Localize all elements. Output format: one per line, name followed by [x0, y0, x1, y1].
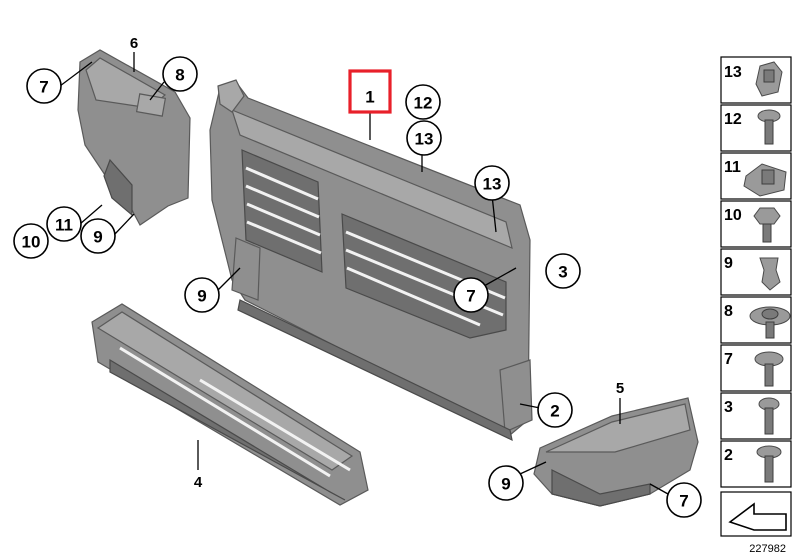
callout-part-2: 2 — [537, 392, 573, 428]
svg-text:9: 9 — [501, 475, 510, 494]
svg-text:7: 7 — [679, 492, 688, 511]
legend-item-11: 11 — [720, 152, 792, 200]
svg-text:7: 7 — [39, 78, 48, 97]
svg-text:13: 13 — [724, 64, 742, 81]
callout-part-11: 11 — [46, 206, 82, 242]
callout-part-13-a: 13 — [406, 120, 442, 156]
svg-text:8: 8 — [724, 303, 733, 320]
part-1-highlight-box — [348, 69, 392, 114]
svg-text:10: 10 — [724, 207, 742, 224]
hardware-legend: 13 12 11 10 9 — [720, 56, 792, 537]
callout-part-7-b: 7 — [453, 277, 489, 313]
callout-part-6: 6 — [130, 35, 138, 52]
callout-part-12: 12 — [405, 84, 441, 120]
svg-text:10: 10 — [22, 233, 41, 252]
legend-item-9: 9 — [720, 248, 792, 296]
svg-text:13: 13 — [415, 130, 434, 149]
legend-item-3: 3 — [720, 392, 792, 440]
direction-arrow-icon — [728, 502, 787, 531]
callout-part-8: 8 — [162, 56, 198, 92]
callout-part-9-b: 9 — [184, 277, 220, 313]
svg-text:7: 7 — [724, 351, 733, 368]
svg-text:12: 12 — [414, 94, 433, 113]
legend-item-8: 8 — [720, 296, 792, 344]
legend-item-13: 13 — [720, 56, 792, 104]
part-1-frame — [209, 79, 533, 442]
svg-text:9: 9 — [197, 287, 206, 306]
legend-item-10: 10 — [720, 200, 792, 248]
svg-text:9: 9 — [724, 255, 733, 272]
svg-text:11: 11 — [724, 159, 741, 176]
svg-text:13: 13 — [483, 175, 502, 194]
diagram-id: 227982 — [749, 543, 786, 555]
callout-part-5: 5 — [616, 380, 624, 397]
svg-text:3: 3 — [724, 399, 733, 416]
legend-item-7: 7 — [720, 344, 792, 392]
part-6-air-duct — [77, 49, 191, 226]
part-4-lower-duct — [91, 303, 369, 506]
callout-part-1: 1 — [365, 88, 374, 107]
legend-item-2: 2 — [720, 440, 792, 488]
svg-text:3: 3 — [558, 263, 567, 282]
svg-text:8: 8 — [175, 66, 184, 85]
svg-text:9: 9 — [93, 228, 102, 247]
legend-item-12: 12 — [720, 104, 792, 152]
part-5-air-duct — [533, 397, 699, 507]
callout-part-10: 10 — [13, 223, 49, 259]
callout-part-3: 3 — [545, 253, 581, 289]
svg-text:7: 7 — [466, 287, 475, 306]
leader-lines — [59, 52, 669, 495]
callout-part-9-a: 9 — [80, 218, 116, 254]
svg-text:12: 12 — [724, 111, 742, 128]
svg-text:2: 2 — [724, 447, 733, 464]
svg-text:2: 2 — [550, 402, 559, 421]
svg-text:11: 11 — [55, 216, 73, 235]
callouts: 1 6 4 5 7 8 11 10 9 12 13 — [13, 35, 702, 518]
callout-part-4: 4 — [194, 474, 203, 491]
legend-arrow-box — [720, 491, 792, 537]
callout-part-7-a: 7 — [26, 68, 62, 104]
callout-part-9-c: 9 — [488, 465, 524, 501]
callout-part-13-b: 13 — [474, 165, 510, 201]
callout-part-7-c: 7 — [666, 482, 702, 518]
